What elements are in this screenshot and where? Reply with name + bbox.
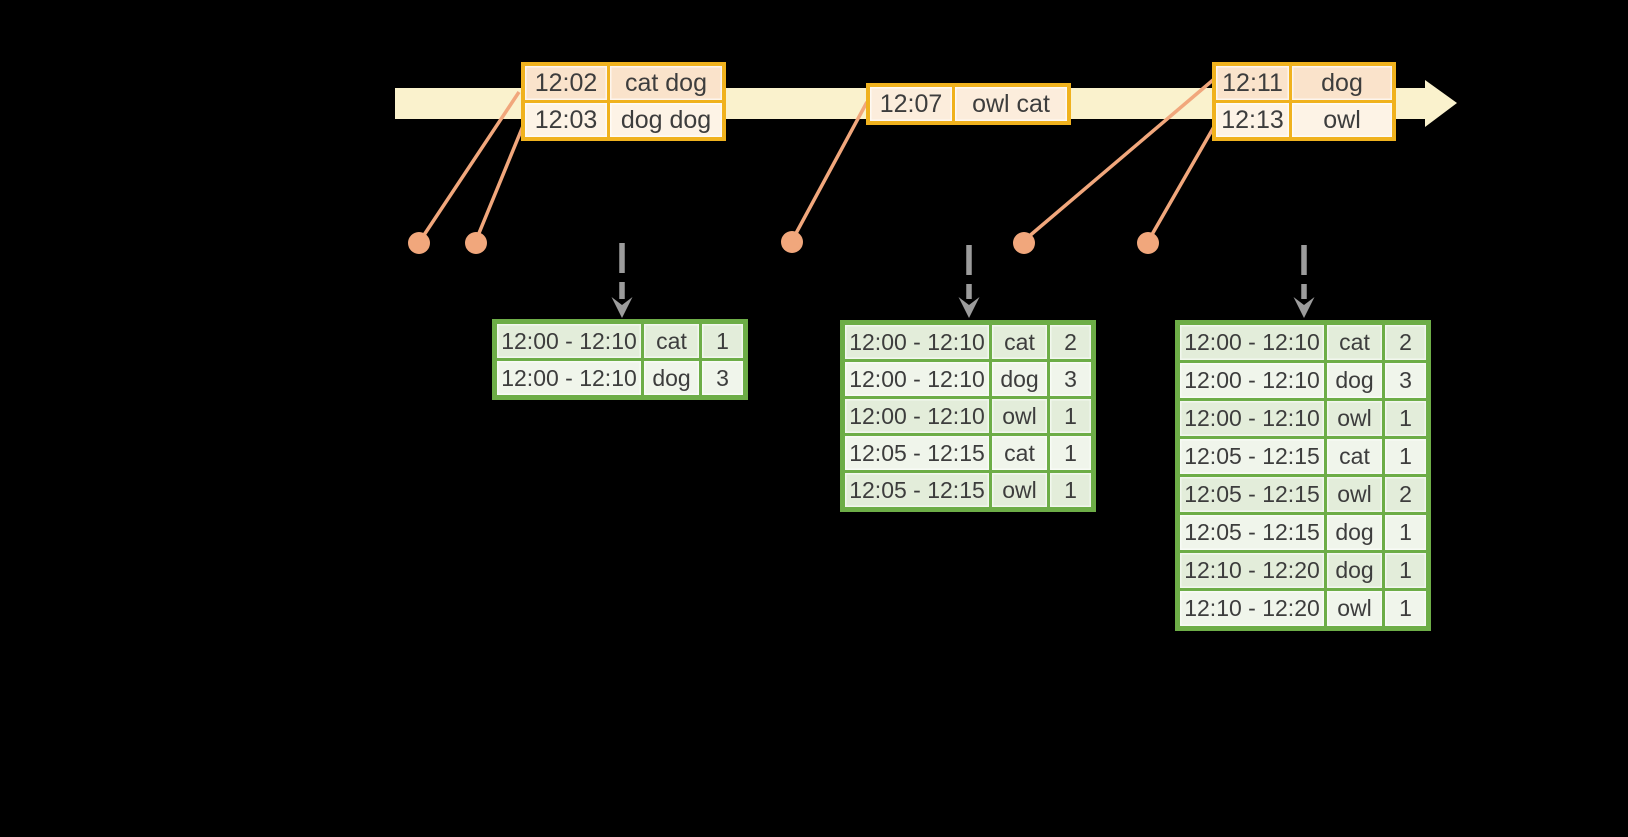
result-table-2-row1-word: dog — [992, 362, 1047, 396]
result-table-3-row0-count: 2 — [1385, 325, 1426, 360]
result-table-2-row3-count: 1 — [1050, 436, 1091, 470]
result-table-2-row1-count: 3 — [1050, 362, 1091, 396]
result-table-3-row0-window: 12:00 - 12:10 — [1180, 325, 1324, 360]
result-table-3-row6-window: 12:10 - 12:20 — [1180, 553, 1324, 588]
connector-line-1207 — [792, 101, 869, 238]
trigger-arrowhead-icon-1 — [611, 297, 633, 318]
result-table-3-row4-window: 12:05 - 12:15 — [1180, 477, 1324, 512]
result-table-1-row1-count: 3 — [702, 361, 743, 395]
result-table-3-row5-word: dog — [1327, 515, 1382, 550]
trigger-arrowhead-icon-3 — [1293, 297, 1315, 318]
result-table-1-row0-count: 1 — [702, 324, 743, 358]
result-table-3-row4-word: owl — [1327, 477, 1382, 512]
event-table-1202-1203-row0-time: 12:02 — [525, 66, 607, 100]
result-table-3-row5-count: 1 — [1385, 515, 1426, 550]
result-table-2-row3-window: 12:05 - 12:15 — [845, 436, 989, 470]
result-table-3-row3-window: 12:05 - 12:15 — [1180, 439, 1324, 474]
result-table-3-row7-count: 1 — [1385, 591, 1426, 626]
event-dots — [408, 231, 1159, 254]
event-dot-1203 — [465, 232, 487, 254]
event-dot-1211 — [1013, 232, 1035, 254]
result-table-1-row0-word: cat — [644, 324, 699, 358]
result-table-2-row0-word: cat — [992, 325, 1047, 359]
result-table-2-row4-word: owl — [992, 473, 1047, 507]
result-table-2-row2-word: owl — [992, 399, 1047, 433]
connector-line-1213 — [1148, 124, 1217, 239]
timeline-arrowhead-icon — [1425, 80, 1457, 127]
result-table-3-row1-count: 3 — [1385, 363, 1426, 398]
event-table-1211-1213-row1-words: owl — [1292, 103, 1392, 137]
result-table-2-row4-window: 12:05 - 12:15 — [845, 473, 989, 507]
event-table-1211-1213-row0-words: dog — [1292, 66, 1392, 100]
result-table-3-row6-count: 1 — [1385, 553, 1426, 588]
trigger-arrow-heads — [611, 297, 1315, 318]
result-table-3-row2-window: 12:00 - 12:10 — [1180, 401, 1324, 436]
trigger-arrowhead-icon-2 — [958, 297, 980, 318]
event-dot-1202 — [408, 232, 430, 254]
result-table-3-row3-count: 1 — [1385, 439, 1426, 474]
result-table-3-row0-word: cat — [1327, 325, 1382, 360]
event-table-1202-1203-row1-words: dog dog — [610, 103, 722, 137]
result-table-3-row7-window: 12:10 - 12:20 — [1180, 591, 1324, 626]
result-table-2-row2-count: 1 — [1050, 399, 1091, 433]
event-table-1202-1203-row0-words: cat dog — [610, 66, 722, 100]
result-table-2-row2-window: 12:00 - 12:10 — [845, 399, 989, 433]
result-table-3-row2-count: 1 — [1385, 401, 1426, 436]
result-table-2-row0-window: 12:00 - 12:10 — [845, 325, 989, 359]
event-dot-1207 — [781, 231, 803, 253]
result-table-1-row1-word: dog — [644, 361, 699, 395]
event-table-1211-1213-row1-time: 12:13 — [1216, 103, 1289, 137]
connector-line-1203 — [475, 125, 525, 239]
event-table-1211-1213-row0-time: 12:11 — [1216, 66, 1289, 100]
result-table-2-row4-count: 1 — [1050, 473, 1091, 507]
result-table-3-row2-word: owl — [1327, 401, 1382, 436]
result-table-3-row1-window: 12:00 - 12:10 — [1180, 363, 1324, 398]
event-table-1202-1203-row1-time: 12:03 — [525, 103, 607, 137]
event-table-1207-row0-words: owl cat — [955, 87, 1067, 121]
result-table-3-row5-window: 12:05 - 12:15 — [1180, 515, 1324, 550]
result-table-2-row0-count: 2 — [1050, 325, 1091, 359]
trigger-arrow-shafts — [619, 243, 1307, 299]
event-dot-1213 — [1137, 232, 1159, 254]
result-table-3-row7-word: owl — [1327, 591, 1382, 626]
result-table-3-row4-count: 2 — [1385, 477, 1426, 512]
result-table-3-row3-word: cat — [1327, 439, 1382, 474]
result-table-2-row1-window: 12:00 - 12:10 — [845, 362, 989, 396]
event-table-1207-row0-time: 12:07 — [870, 87, 952, 121]
result-table-1-row0-window: 12:00 - 12:10 — [497, 324, 641, 358]
result-table-1-row1-window: 12:00 - 12:10 — [497, 361, 641, 395]
result-table-2-row3-word: cat — [992, 436, 1047, 470]
result-table-3-row1-word: dog — [1327, 363, 1382, 398]
result-table-3-row6-word: dog — [1327, 553, 1382, 588]
